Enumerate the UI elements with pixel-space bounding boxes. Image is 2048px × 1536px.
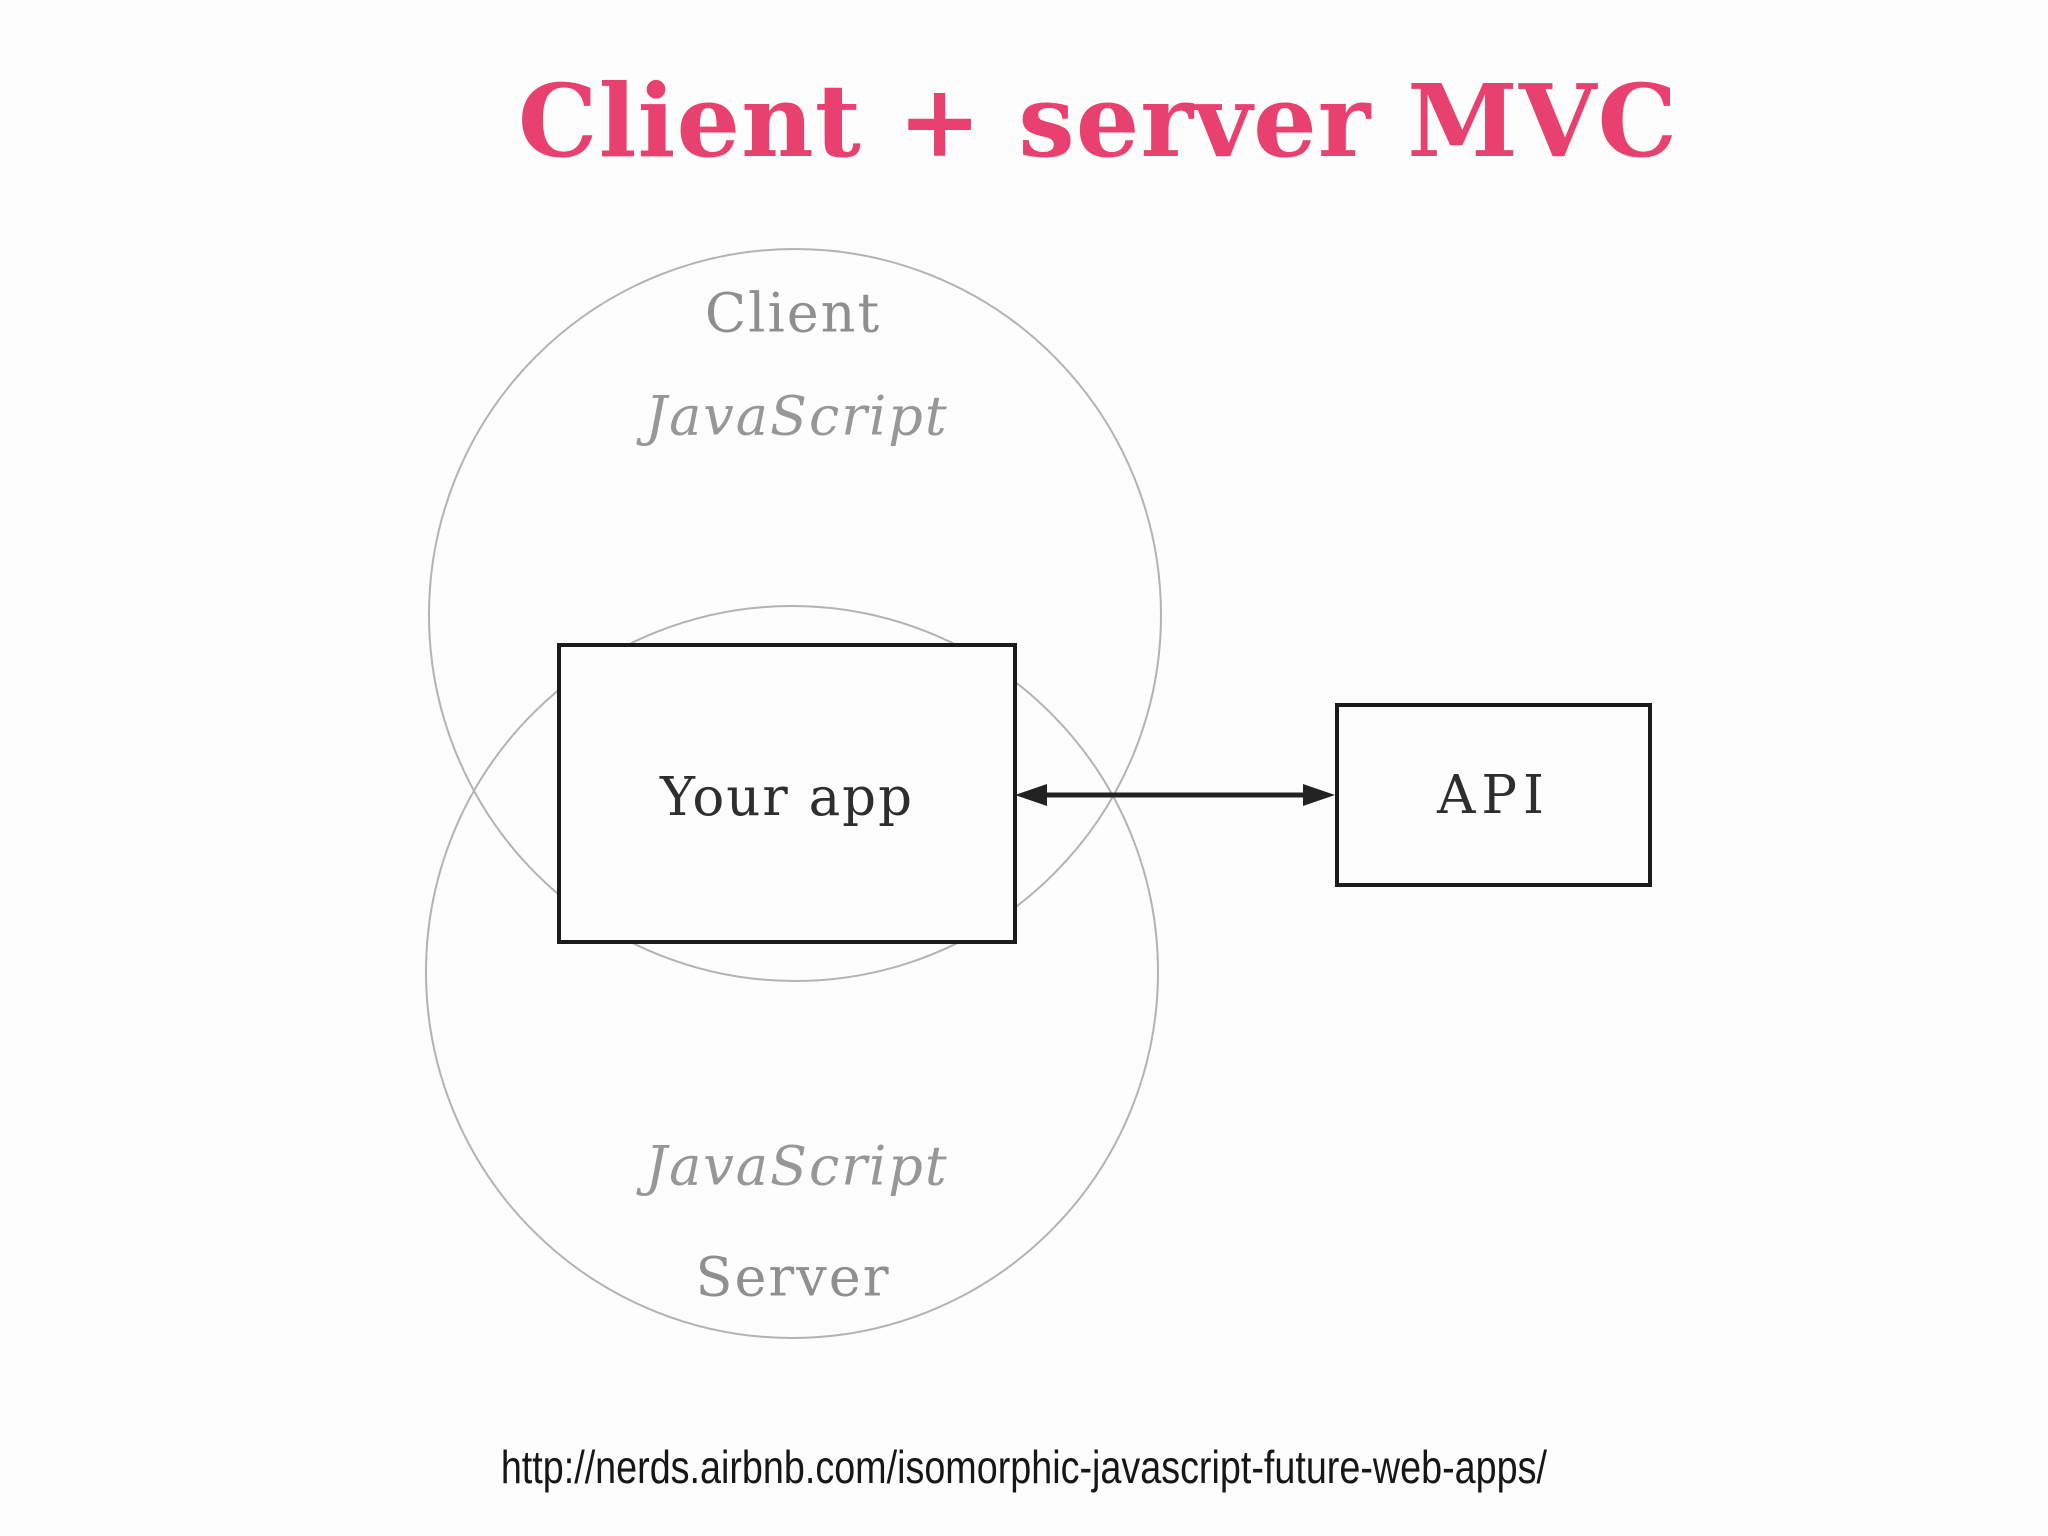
client-javascript-label: JavaScript xyxy=(645,384,949,448)
api-label: API xyxy=(1437,764,1550,826)
server-circle-label: Server xyxy=(695,1245,891,1309)
server-javascript-label: JavaScript xyxy=(645,1134,949,1198)
client-circle-label: Client xyxy=(704,281,882,345)
source-url: http://nerds.airbnb.com/isomorphic-javas… xyxy=(0,1440,2048,1494)
bidirectional-arrow-icon xyxy=(1015,784,1335,806)
page-title: Client + server MVC xyxy=(517,62,1679,180)
your-app-box: Your app xyxy=(557,643,1017,944)
server-circle xyxy=(425,605,1159,1339)
your-app-label: Your app xyxy=(659,767,915,828)
api-box: API xyxy=(1335,703,1652,887)
source-url-text: http://nerds.airbnb.com/isomorphic-javas… xyxy=(500,1441,1548,1493)
